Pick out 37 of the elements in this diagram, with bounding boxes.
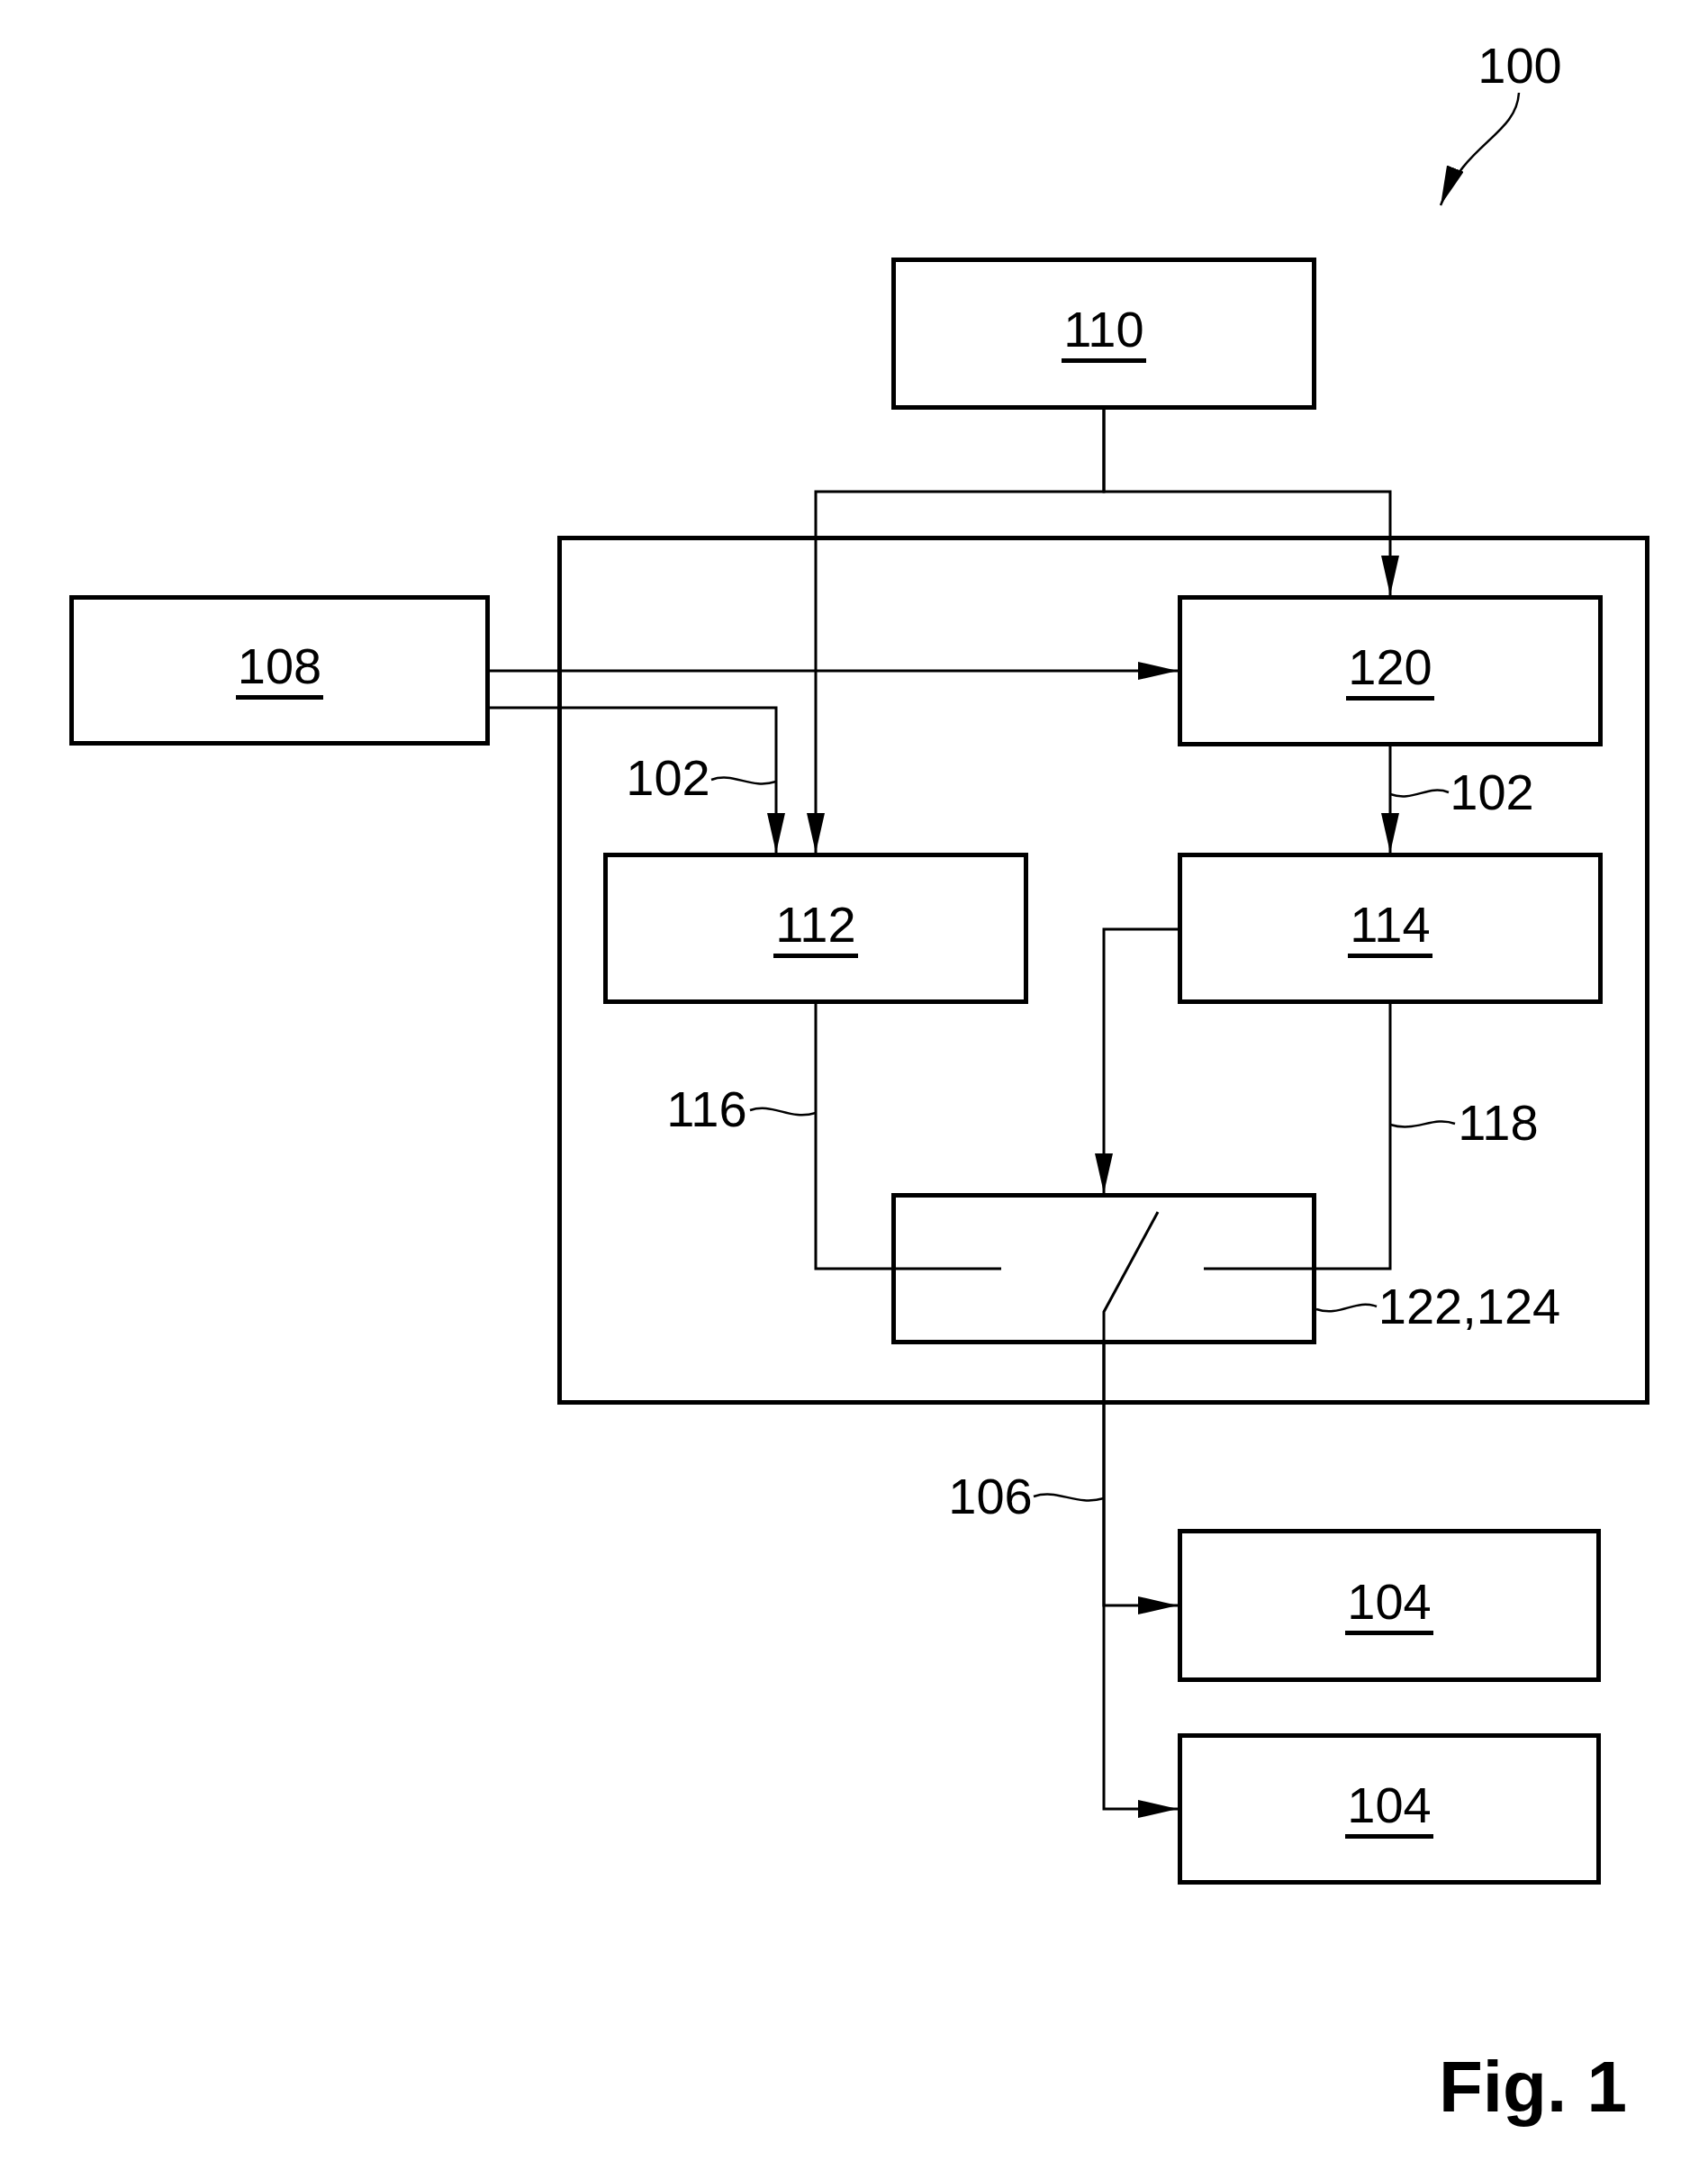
block-box	[1178, 853, 1603, 1004]
leader-line	[710, 776, 777, 785]
leader-line	[749, 1107, 817, 1117]
arrow	[490, 706, 785, 853]
reference-numeral: 122,124	[1377, 1279, 1562, 1334]
reference-numeral: 104	[1345, 1779, 1433, 1839]
arrow	[1095, 927, 1178, 1193]
block-box	[1178, 1733, 1601, 1885]
reference-numeral: 106	[947, 1469, 1034, 1523]
arrow	[1381, 746, 1399, 853]
block-box	[1178, 595, 1603, 746]
reference-numeral: 104	[1345, 1576, 1433, 1635]
reference-numeral: 100	[1477, 39, 1563, 93]
leader-line	[1389, 1120, 1456, 1128]
reference-numeral: 102	[1449, 765, 1535, 819]
block-box	[603, 853, 1028, 1004]
enclosure-box	[557, 536, 1649, 1405]
reference-numeral: 110	[1062, 304, 1146, 363]
arrow	[490, 662, 1178, 680]
leader-line	[1389, 789, 1450, 798]
reference-numeral: 102	[625, 751, 711, 805]
block-box	[1178, 1529, 1601, 1682]
reference-numeral: 114	[1348, 899, 1432, 958]
connector-line	[814, 1004, 891, 1270]
reference-numeral: 108	[235, 641, 324, 700]
block-box	[69, 595, 490, 746]
connector-line	[1316, 1004, 1392, 1270]
reference-numeral: 116	[664, 1082, 750, 1136]
leader-line	[1033, 1493, 1105, 1502]
block-box	[891, 258, 1316, 410]
arrow	[1102, 1344, 1178, 1818]
arrow	[807, 410, 1106, 853]
reference-numeral: 120	[1346, 641, 1434, 701]
reference-numeral: 118	[1455, 1096, 1541, 1150]
leader-line	[1439, 92, 1521, 206]
leader-line	[1315, 1303, 1378, 1313]
reference-numeral: 112	[773, 899, 858, 958]
